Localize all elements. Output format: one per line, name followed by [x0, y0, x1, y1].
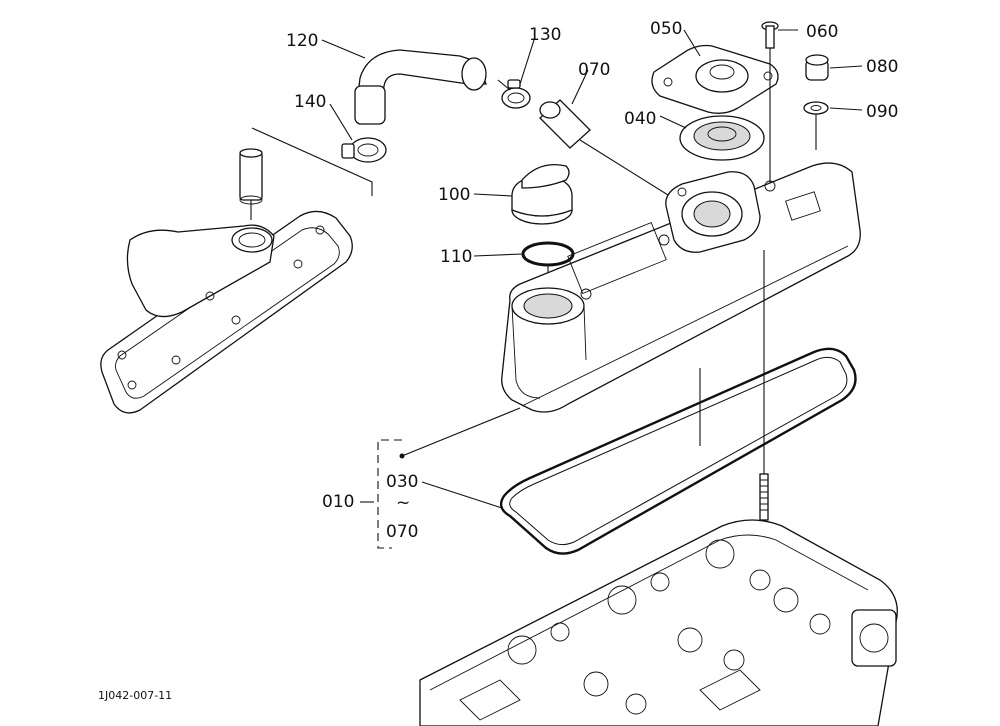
breather-hose [354, 49, 487, 125]
callout-030: 030 [386, 472, 418, 492]
callout-100: 100 [438, 185, 470, 205]
callout-090: 090 [866, 102, 898, 122]
stud-bolt [759, 473, 769, 521]
callout-range-tilde: ~ [396, 493, 410, 513]
diaphragm [679, 115, 765, 161]
callout-120: 120 [286, 31, 318, 51]
separator-cover [651, 44, 779, 114]
cap-nut [805, 54, 829, 81]
head-cover-gasket [499, 347, 857, 555]
pipe-fitting [239, 148, 263, 205]
callout-110: 110 [440, 247, 472, 267]
breather-pipe [539, 99, 591, 149]
hose-clip-upper [501, 79, 531, 109]
screw [761, 21, 779, 49]
callout-130: 130 [529, 25, 561, 45]
callout-060: 060 [806, 22, 838, 42]
callout-050: 050 [650, 19, 682, 39]
callout-070-pipe: 070 [578, 60, 610, 80]
cylinder-head [419, 519, 898, 726]
callout-070-range: 070 [386, 522, 418, 542]
o-ring [521, 241, 575, 267]
hose-clip-lower [341, 137, 387, 163]
drawing-code: 1J042-007-11 [98, 689, 172, 702]
filler-cap [511, 163, 573, 225]
callout-080: 080 [866, 57, 898, 77]
washer [803, 101, 829, 115]
callout-010: 010 [322, 492, 354, 512]
intake-manifold [100, 210, 353, 414]
head-cover [501, 162, 861, 413]
callout-140: 140 [294, 92, 326, 112]
callout-040: 040 [624, 109, 656, 129]
